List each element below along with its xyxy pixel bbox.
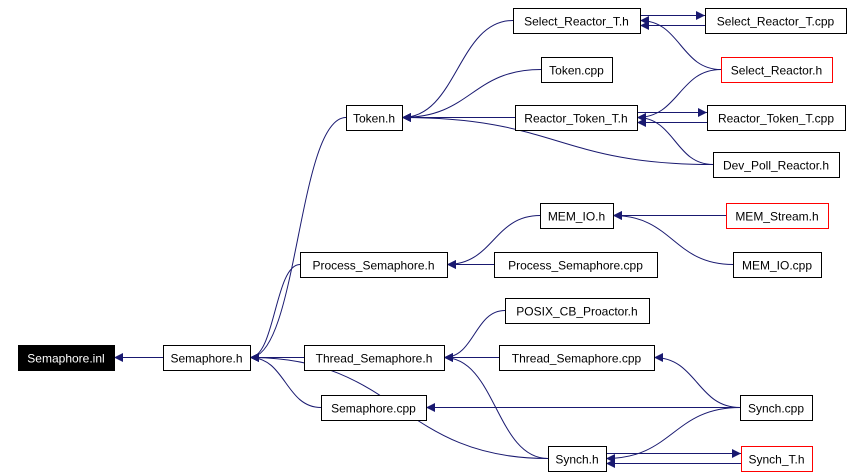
node-box [515,105,638,131]
node-label: Reactor_Token_T.cpp [718,112,834,126]
node-label: Select_Reactor.h [731,64,822,78]
node-box [541,57,613,83]
edge-semaphore_cpp-to-semaphore_h [249,353,322,408]
node-label: Process_Semaphore.h [312,259,434,273]
node-label: Reactor_Token_T.h [524,112,627,126]
node-box [346,105,403,131]
node-box [713,152,840,178]
edge-select_reactor_h-to-reactor_token_t_h [636,69,722,122]
edge-select_reactor_h-to-select_reactor_t_h [639,16,722,70]
node-label: Semaphore.inl [27,352,104,366]
node-box [513,8,641,34]
node-label: POSIX_CB_Proactor.h [516,305,637,319]
node-thread-semaphore-cpp[interactable]: Thread_Semaphore.cpp [499,345,655,371]
node-mem-stream-h[interactable]: MEM_Stream.h [726,203,829,229]
node-label: Process_Semaphore.cpp [508,259,643,273]
edge-select_reactor_t_h-to-token_h [401,20,514,122]
node-box [494,252,658,278]
edge-synch_cpp-to-synch_h [605,407,741,463]
edge-process_semaphore_h-to-semaphore_h [249,264,301,362]
node-label: Synch_T.h [748,453,804,467]
node-semaphore-h[interactable]: Semaphore.h [163,345,251,371]
node-box [163,345,251,371]
node-box [300,252,448,278]
node-box [741,446,813,472]
node-synch-h[interactable]: Synch.h [548,446,607,472]
node-box [726,203,829,229]
node-dev-poll-reactor-h[interactable]: Dev_Poll_Reactor.h [713,152,840,178]
node-label: Select_Reactor_T.h [524,15,629,29]
node-box [721,57,833,83]
node-label: MEM_IO.cpp [742,259,812,273]
node-synch-t-h[interactable]: Synch_T.h [741,446,813,472]
node-select-reactor-t-h[interactable]: Select_Reactor_T.h [513,8,641,34]
node-label: Token.cpp [549,64,604,78]
edge-mem_io_h-to-process_semaphore_h [446,215,541,269]
node-box [707,105,846,131]
node-semaphore-cpp[interactable]: Semaphore.cpp [321,395,427,421]
node-label: Select_Reactor_T.cpp [717,15,835,29]
node-select-reactor-t-cpp[interactable]: Select_Reactor_T.cpp [705,8,847,34]
node-select-reactor-h[interactable]: Select_Reactor.h [721,57,833,83]
edge-posix_cb_proactor_h-to-thread_semaphore_h [443,310,506,362]
node-process-semaphore-h[interactable]: Process_Semaphore.h [300,252,448,278]
edge-token_cpp-to-token_h [401,69,542,122]
node-box [540,203,614,229]
node-label: Synch.h [555,453,598,467]
node-box [505,298,650,324]
node-label: Semaphore.cpp [331,402,416,416]
node-reactor-token-t-cpp[interactable]: Reactor_Token_T.cpp [707,105,846,131]
node-box [304,345,445,371]
node-process-semaphore-cpp[interactable]: Process_Semaphore.cpp [494,252,658,278]
node-label: Dev_Poll_Reactor.h [723,159,829,173]
node-label: Semaphore.h [170,352,242,366]
edge-token_h-to-semaphore_h [249,117,347,362]
node-thread-semaphore-h[interactable]: Thread_Semaphore.h [304,345,445,371]
edge-dev_poll_reactor_h-to-reactor_token_t_h [636,113,714,165]
node-mem-io-cpp[interactable]: MEM_IO.cpp [733,252,822,278]
node-box [705,8,847,34]
node-semaphore-inl[interactable]: Semaphore.inl [18,345,115,371]
node-box [740,395,813,421]
node-reactor-token-t-h[interactable]: Reactor_Token_T.h [515,105,638,131]
node-box [321,395,427,421]
node-token-cpp[interactable]: Token.cpp [541,57,613,83]
node-posix-cb-proactor-h[interactable]: POSIX_CB_Proactor.h [505,298,650,324]
edge-mem_io_cpp-to-mem_io_h [612,211,734,265]
node-label: Token.h [353,112,395,126]
node-synch-cpp[interactable]: Synch.cpp [740,395,813,421]
node-box [548,446,607,472]
edge-synch_cpp-to-thread_semaphore_cpp [653,353,741,408]
node-label: Thread_Semaphore.cpp [512,352,642,366]
node-label: Synch.cpp [748,402,804,416]
node-mem-io-h[interactable]: MEM_IO.h [540,203,614,229]
edge-dev_poll_reactor_h-to-token_h [401,113,714,165]
node-box [733,252,822,278]
node-label: Thread_Semaphore.h [316,352,433,366]
node-label: MEM_Stream.h [735,210,818,224]
node-token-h[interactable]: Token.h [346,105,403,131]
node-label: MEM_IO.h [548,210,605,224]
node-box [499,345,655,371]
node-box [18,345,115,371]
